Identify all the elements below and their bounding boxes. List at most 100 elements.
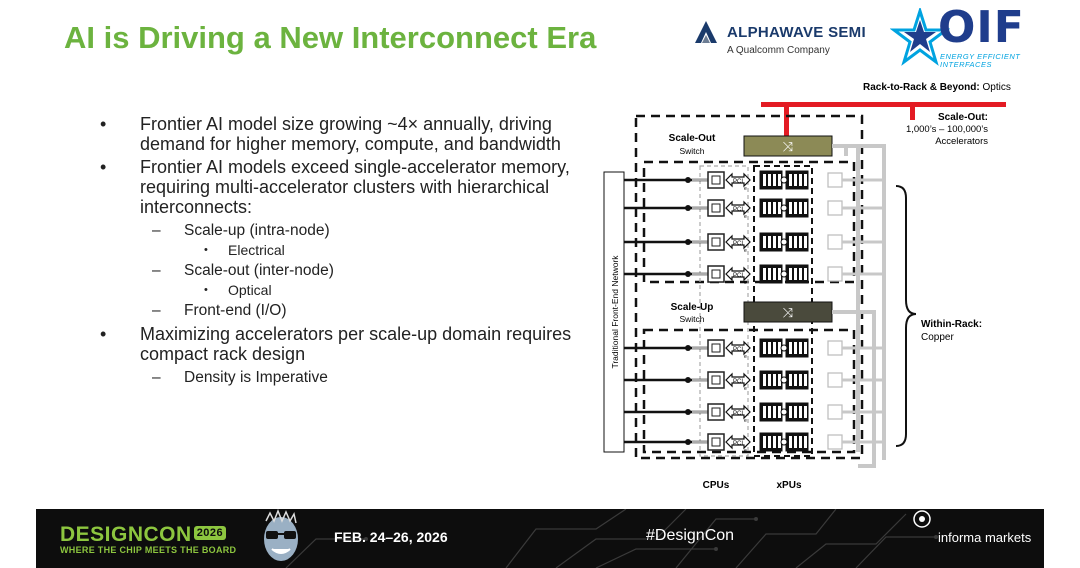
sub-electrical: Electrical xyxy=(100,241,580,260)
cpu-chip-icon xyxy=(707,339,725,357)
xpu-die xyxy=(789,406,792,418)
xpu-die xyxy=(763,202,766,214)
xpu-die xyxy=(794,202,797,214)
pcie-label-e: e xyxy=(744,248,747,254)
xpus-label: xPUs xyxy=(776,480,801,491)
xpu-die xyxy=(778,202,781,214)
xpu-die xyxy=(799,268,802,280)
xpu-die xyxy=(768,202,771,214)
xpu-die xyxy=(799,436,802,448)
interconnect-diagram: Rack-to-Rack & Beyond: Optics Scale-Out:… xyxy=(603,82,1011,491)
cpu-core xyxy=(711,407,721,417)
xpu-die xyxy=(763,436,766,448)
scale-out-switch-sub: Switch xyxy=(679,146,704,156)
pcie-arrow-icon xyxy=(725,404,751,420)
xpu-die xyxy=(804,174,807,186)
pcie-label: PCI xyxy=(733,379,743,385)
xpu-die xyxy=(804,236,807,248)
pcie-label-e: e xyxy=(744,418,747,424)
xpu-die xyxy=(768,374,771,386)
optical-port-icon xyxy=(827,340,843,356)
pcie-label: PCI xyxy=(733,347,743,353)
alphawave-mark-icon xyxy=(695,21,717,43)
xpu-die xyxy=(768,406,771,418)
cpu-chip-icon xyxy=(707,265,725,283)
bullet-list: Frontier AI model size growing ~4× annua… xyxy=(100,114,580,388)
xpu-die xyxy=(799,406,802,418)
oif-tagline: ENERGY EFFICIENT INTERFACES xyxy=(940,53,1040,69)
alphawave-subtitle: A Qualcomm Company xyxy=(727,45,830,56)
xpu-die xyxy=(799,342,802,354)
pcie-label: PCI xyxy=(733,207,743,213)
scale-up-switch-icon: ⤨ xyxy=(783,306,794,321)
xpu-die xyxy=(794,406,797,418)
xpu-die xyxy=(794,236,797,248)
xpu-die xyxy=(778,406,781,418)
pcie-arrow-icon xyxy=(725,200,751,216)
designcon-year: 2026 xyxy=(193,526,227,541)
xpu-die xyxy=(799,174,802,186)
cpu-chip-icon xyxy=(707,199,725,217)
link-dot xyxy=(685,439,691,445)
bullet-memory: Frontier AI models exceed single-acceler… xyxy=(100,157,580,217)
xpu-die xyxy=(804,268,807,280)
mascot-icon xyxy=(264,509,298,561)
xpu-die xyxy=(804,374,807,386)
oif-tagline-2: INTERFACES xyxy=(940,60,992,69)
cpus-label: CPUs xyxy=(703,480,730,491)
cpu-core xyxy=(711,375,721,385)
cpu-core xyxy=(711,269,721,279)
optical-port-icon xyxy=(827,372,843,388)
xpu-die xyxy=(773,342,776,354)
pcie-label: PCI xyxy=(733,411,743,417)
xpu-die xyxy=(763,174,766,186)
cpu-chip-icon xyxy=(707,233,725,251)
alphawave-logo: ALPHAWAVE SEMI A Qualcomm Company xyxy=(693,17,878,61)
xpu-die xyxy=(789,174,792,186)
sub-scale-up: Scale-up (intra-node) xyxy=(100,220,580,241)
pcie-label-e: e xyxy=(744,354,747,360)
within-rack-brace xyxy=(895,185,917,447)
xpu-die xyxy=(789,374,792,386)
cpu-chip-icon xyxy=(707,433,725,451)
xpu-die xyxy=(794,436,797,448)
xpu-die xyxy=(794,374,797,386)
pcie-arrow-icon xyxy=(725,340,751,356)
xpu-die xyxy=(768,436,771,448)
cpu-core xyxy=(711,175,721,185)
pcie-arrow-icon xyxy=(725,434,751,450)
sub-scale-out: Scale-out (inter-node) xyxy=(100,260,580,281)
optical-port-icon xyxy=(827,266,843,282)
xpu-die xyxy=(789,202,792,214)
designcon-name: DESIGNCON xyxy=(60,523,192,546)
xpu-link xyxy=(780,344,788,352)
link-dot xyxy=(685,271,691,277)
optical-port-icon xyxy=(827,234,843,250)
xpu-die xyxy=(789,342,792,354)
pcie-label-e: e xyxy=(744,186,747,192)
optics-lines xyxy=(761,102,1006,140)
optical-port-icon xyxy=(827,200,843,216)
xpu-die xyxy=(773,374,776,386)
pcie-label: PCI xyxy=(733,273,743,279)
xpu-die xyxy=(778,236,781,248)
scale-up-switch-title: Scale-Up xyxy=(671,302,714,313)
scale-out-range: 1,000’s – 100,000’s xyxy=(906,124,988,135)
xpu-die xyxy=(794,174,797,186)
xpu-link xyxy=(780,176,788,184)
xpu-link xyxy=(780,408,788,416)
sub-optical: Optical xyxy=(100,281,580,300)
link-dot xyxy=(685,345,691,351)
oif-tagline-1: ENERGY EFFICIENT xyxy=(940,52,1021,61)
pcie-label: PCI xyxy=(733,241,743,247)
pcie-arrow-icon xyxy=(725,266,751,282)
gray-uplinks xyxy=(832,144,886,468)
cpu-chip-icon xyxy=(707,371,725,389)
optical-port-icon xyxy=(827,172,843,188)
cpu-chip-icon xyxy=(707,403,725,421)
informa-icon xyxy=(913,510,931,528)
sub-front-end: Front-end (I/O) xyxy=(100,300,580,321)
scale-up-switch-sub: Switch xyxy=(679,314,704,324)
pcie-arrow-icon xyxy=(725,172,751,188)
